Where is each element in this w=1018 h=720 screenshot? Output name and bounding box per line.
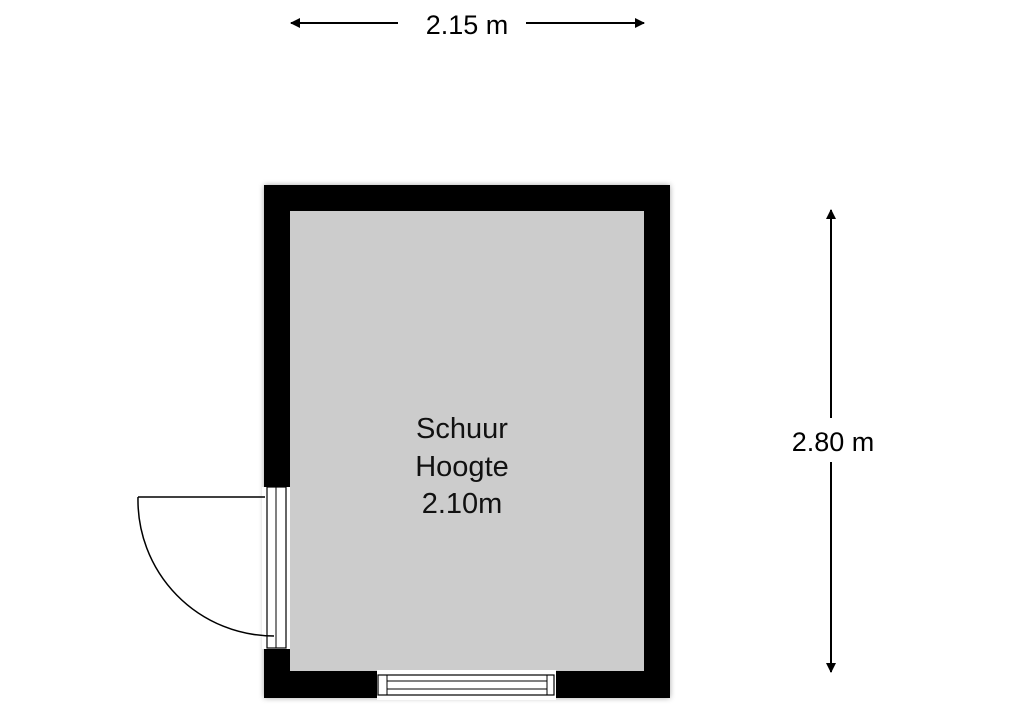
width-label: 2.15 m	[426, 10, 509, 40]
depth-dimension: 2.80 m	[792, 209, 875, 673]
room-height-value: 2.10m	[422, 488, 503, 520]
room-name: Schuur	[416, 413, 508, 445]
door	[137, 486, 290, 649]
room-label: Schuur Hoogte 2.10m	[415, 413, 509, 520]
room-floor	[290, 211, 644, 671]
window	[377, 670, 556, 700]
depth-label: 2.80 m	[792, 427, 875, 457]
room-height-label: Hoogte	[415, 451, 509, 483]
door-swing-arc	[137, 496, 275, 637]
width-dimension: 2.15 m	[290, 10, 645, 40]
room-schuur	[264, 185, 670, 698]
window-frame	[377, 674, 555, 696]
